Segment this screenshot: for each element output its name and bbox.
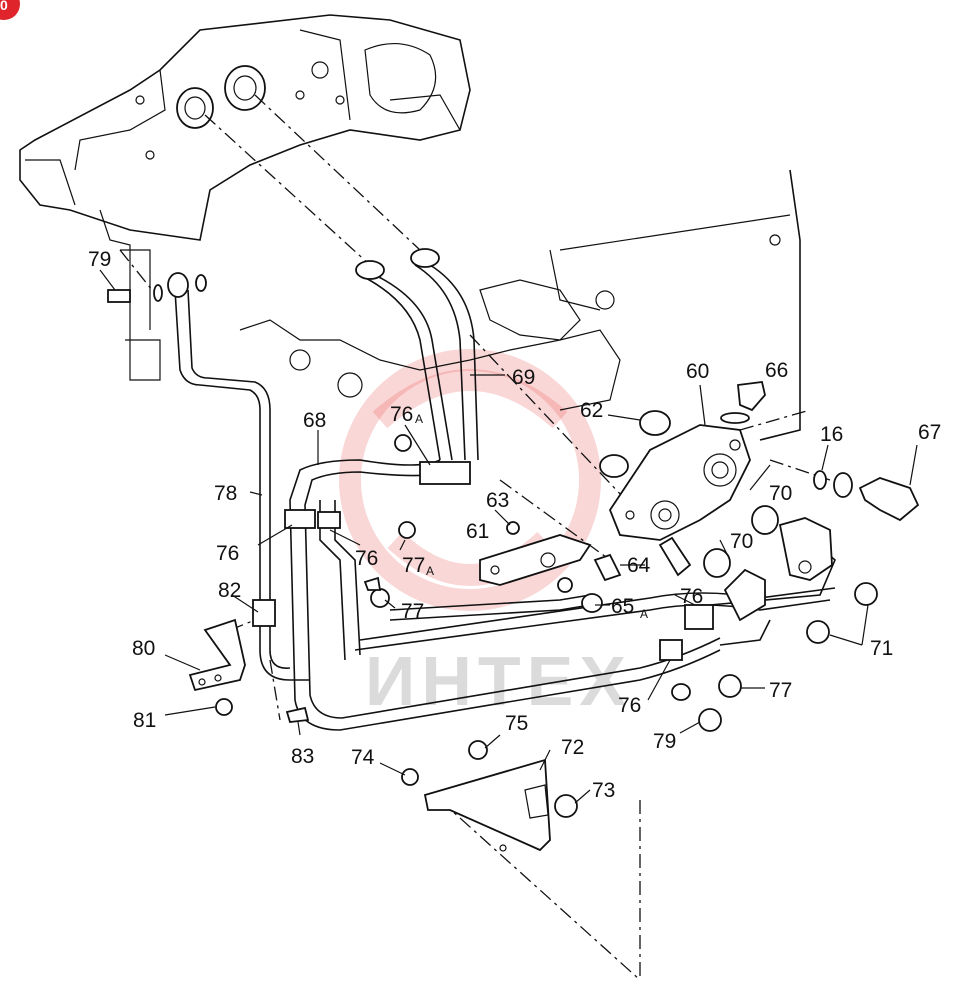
callout-65: 65: [611, 595, 634, 618]
callout-82: 82: [218, 579, 241, 602]
engine-block: [19, 14, 471, 381]
callout-78: 78: [214, 482, 237, 505]
callout-77-a: 77: [402, 554, 425, 577]
callout-labels: 79 69 60 66 62 16 67 68 76 70 78 63 61 7…: [88, 248, 941, 802]
corner-badge-text: 0: [0, 0, 8, 13]
callout-76-a-suffix: A: [415, 412, 423, 426]
callout-77-b: 77: [401, 600, 424, 623]
callout-67: 67: [918, 421, 941, 444]
callout-62: 62: [580, 399, 603, 422]
callout-leaders: [99, 269, 918, 804]
callout-76-e: 76: [618, 694, 641, 717]
callout-79-b: 79: [653, 730, 676, 753]
bracket-72: [423, 758, 551, 852]
callout-60: 60: [686, 360, 709, 383]
callout-81: 81: [133, 709, 156, 732]
callout-76-a: 76: [390, 403, 413, 426]
bracket-80: [188, 618, 246, 692]
callout-68: 68: [303, 409, 326, 432]
pipe-clamps: [252, 461, 714, 661]
callout-72: 72: [561, 736, 584, 759]
callout-76-c: 76: [355, 547, 378, 570]
callout-80: 80: [132, 637, 155, 660]
engine-housing-right: [239, 169, 801, 441]
callout-73: 73: [592, 779, 615, 802]
callout-71: 71: [870, 637, 893, 660]
callout-79: 79: [88, 248, 111, 271]
filter-head-assembly: [599, 381, 920, 622]
callout-77-a-suffix: A: [426, 564, 434, 578]
callout-64: 64: [627, 554, 651, 577]
callout-83: 83: [291, 745, 314, 768]
callout-63: 63: [486, 489, 509, 512]
callout-69: 69: [512, 366, 535, 389]
callout-74: 74: [351, 746, 375, 769]
callout-66: 66: [765, 359, 788, 382]
corner-badge: 0: [0, 0, 20, 20]
bolts: [107, 272, 878, 818]
watermark-text: ИНТЕХ: [365, 642, 632, 720]
callout-70-b: 70: [730, 530, 753, 553]
callout-70-a: 70: [769, 482, 792, 505]
callout-76-d: 76: [680, 585, 703, 608]
callout-61: 61: [466, 520, 489, 543]
callout-65-suffix: A: [640, 607, 648, 621]
callout-16: 16: [820, 423, 843, 446]
callout-77-c: 77: [769, 679, 792, 702]
bracket-61: [479, 521, 592, 593]
callout-76-b: 76: [216, 542, 239, 565]
callout-75: 75: [505, 712, 528, 735]
